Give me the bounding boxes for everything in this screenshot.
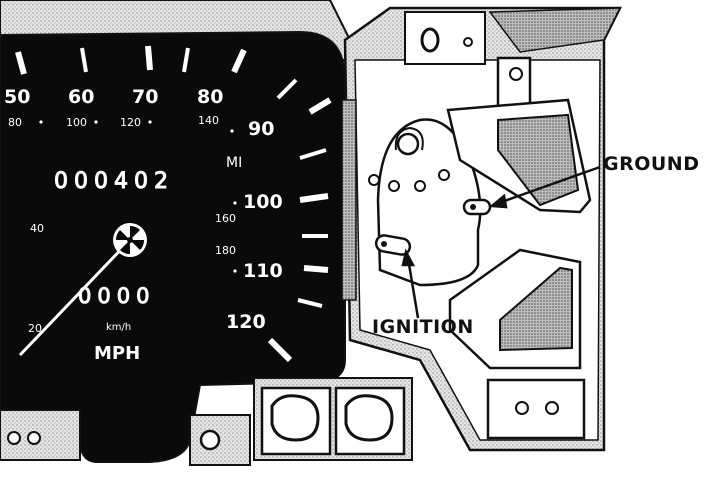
mph-label-120: 120 <box>226 311 266 333</box>
speedometer-tick <box>267 337 293 363</box>
kmh-label-20: 20 <box>28 322 42 335</box>
lower-left-housing <box>0 409 251 466</box>
speedometer-tick <box>145 45 153 71</box>
ignition-callout-label: IGNITION <box>372 316 474 338</box>
speedometer-tick <box>299 148 327 160</box>
mph-label-100: 100 <box>243 191 283 213</box>
speedometer-tick <box>308 97 332 115</box>
speedometer-tick <box>15 51 27 75</box>
kmh-label-160: 160 <box>215 212 236 225</box>
speedometer-tick <box>299 193 329 203</box>
kmh-label-120: 120 <box>120 116 141 129</box>
mph-label-50: 50 <box>4 86 30 108</box>
mph-unit: MPH <box>94 343 140 364</box>
speedometer-tick <box>231 48 247 74</box>
dial-bezel-strip <box>341 99 357 301</box>
callout-leaders <box>401 165 601 319</box>
ground-callout-label: GROUND <box>603 153 700 175</box>
mph-labels: 50 60 70 80 90 100 110 120 <box>4 86 283 333</box>
mph-label-110: 110 <box>243 260 283 282</box>
kmh-label-80: 80 <box>8 116 22 129</box>
speedometer-tick <box>303 265 329 273</box>
speedometer-tick <box>297 298 323 308</box>
odometer-reading: 000402 <box>54 169 174 194</box>
speedometer-ticks <box>15 45 332 363</box>
kmh-label-100: 100 <box>66 116 87 129</box>
speedometer-tick <box>276 78 298 100</box>
bulb-sockets <box>253 377 413 461</box>
ground-terminal <box>462 198 492 216</box>
connector-block-lower <box>448 248 586 440</box>
ignition-terminal <box>374 234 412 256</box>
kmh-labels: 80 100 120 140 160 180 40 20 <box>8 114 236 335</box>
speedometer-needle <box>18 223 147 357</box>
kmh-dots <box>39 120 237 322</box>
trip-odometer-reading: 0000 <box>78 284 155 308</box>
mph-label-70: 70 <box>132 86 158 108</box>
kmh-unit: km/h <box>106 322 131 333</box>
mounting-screws <box>368 169 450 192</box>
odometer-unit: MI <box>226 155 242 171</box>
kmh-label-140: 140 <box>198 114 219 127</box>
mph-label-80: 80 <box>197 86 223 108</box>
kmh-label-180: 180 <box>215 244 236 257</box>
speedometer-tick <box>80 47 88 73</box>
mph-label-60: 60 <box>68 86 94 108</box>
mph-label-90: 90 <box>248 118 274 140</box>
kmh-label-40: 40 <box>30 222 44 235</box>
speedometer-tick <box>182 47 190 73</box>
